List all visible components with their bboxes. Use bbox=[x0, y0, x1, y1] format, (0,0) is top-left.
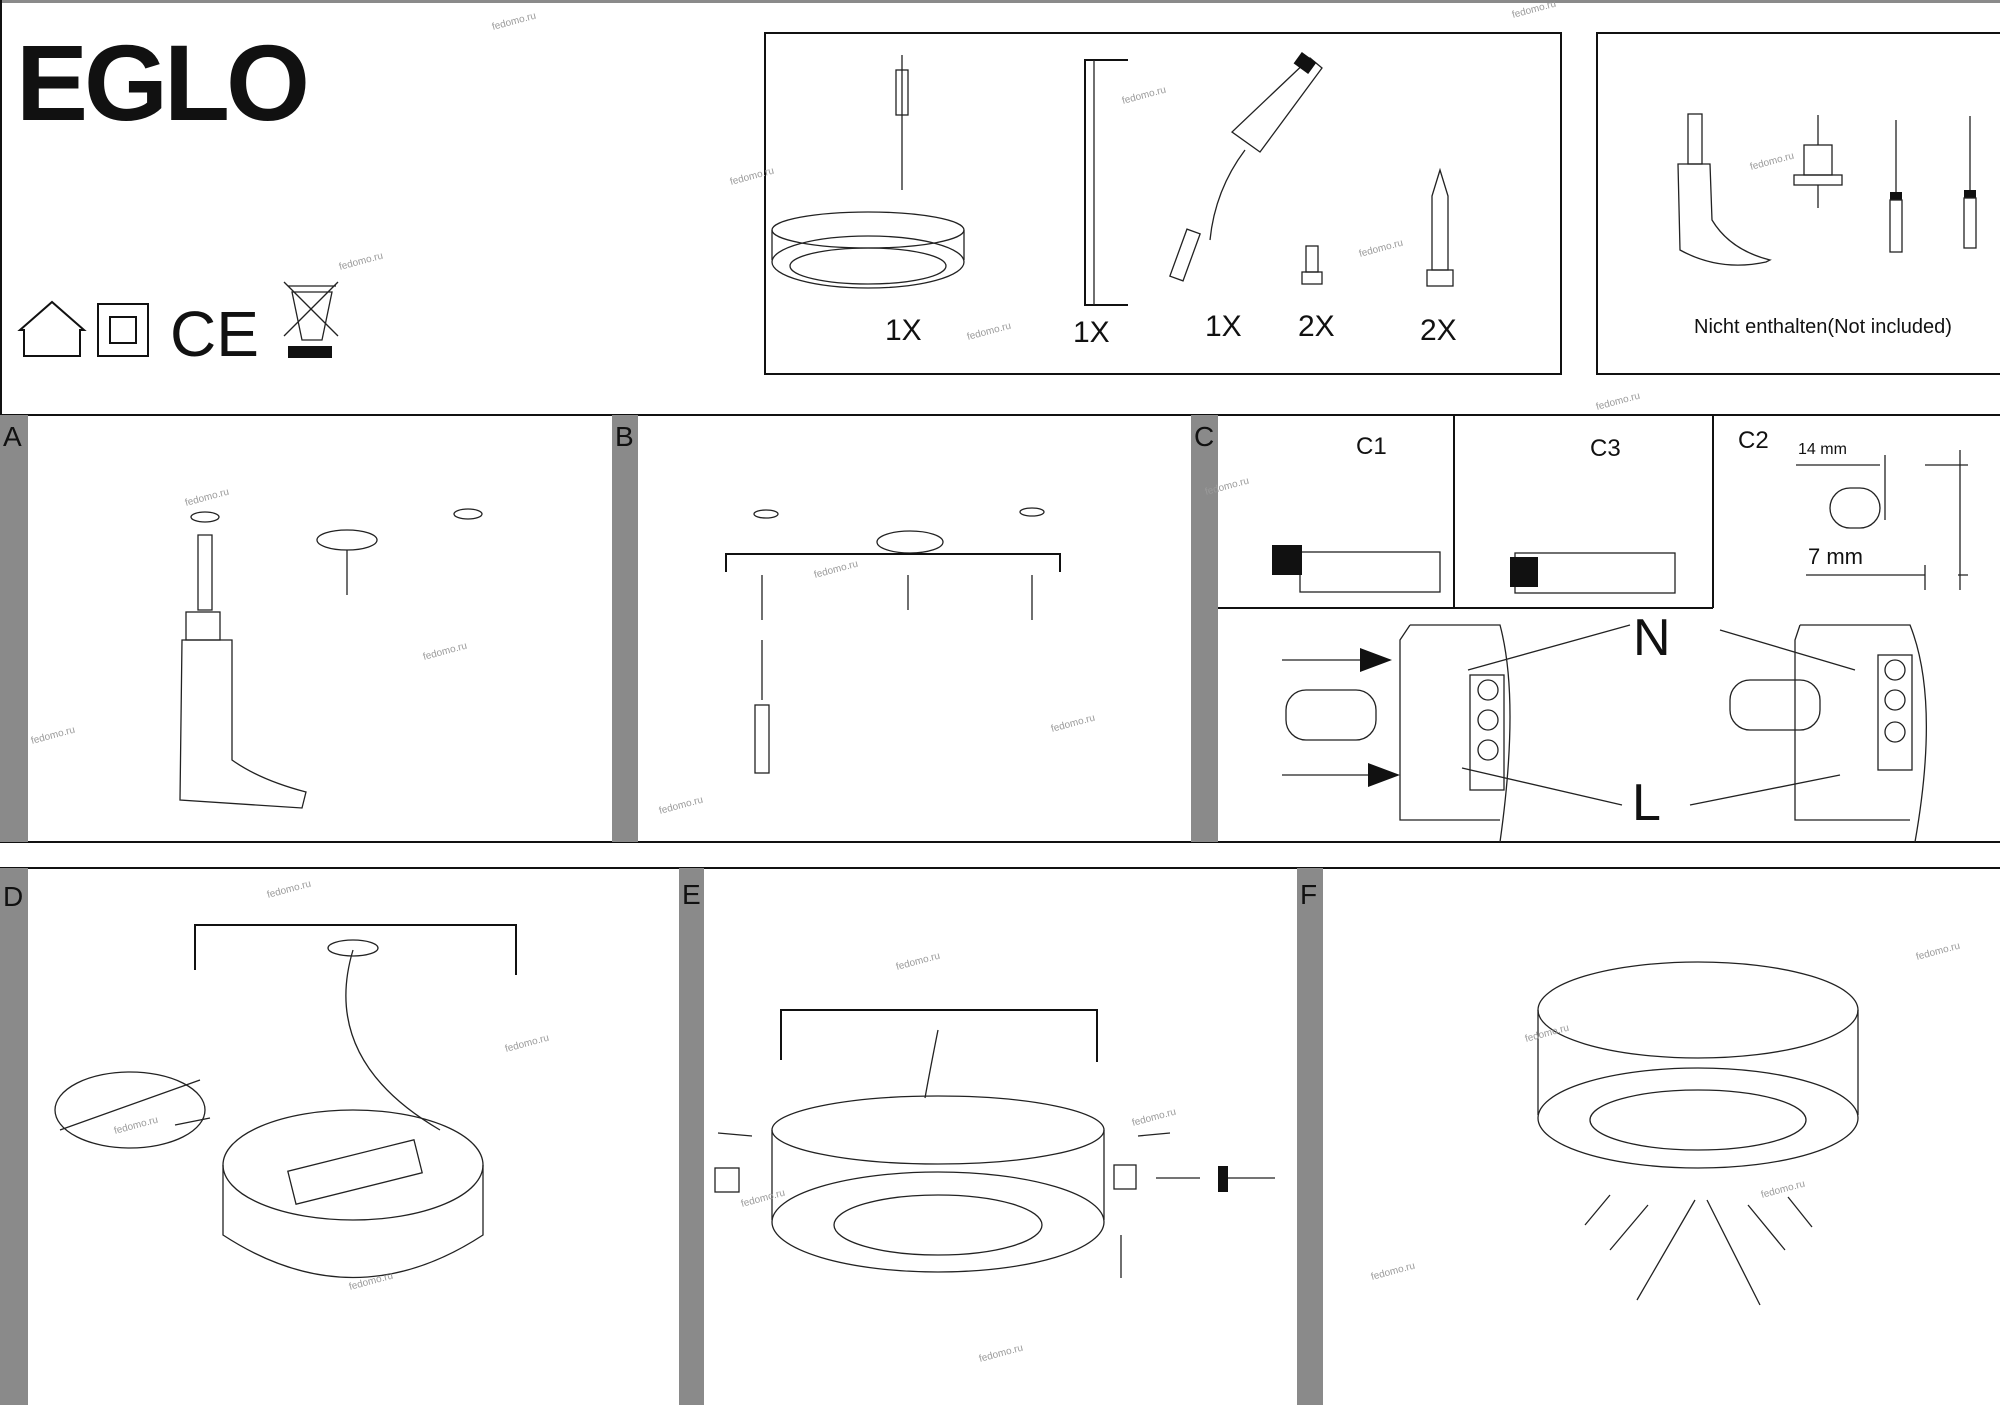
step-f-finished-illustration bbox=[1537, 961, 1859, 1306]
not-included-box: Nicht enthalten(Not included) bbox=[1596, 32, 2000, 375]
step-f-label: F bbox=[1300, 879, 1317, 910]
watermarks: fedomo.ru fedomo.ru fedomo.ru fedomo.ru … bbox=[30, 0, 1961, 1365]
step-e-mount-illustration bbox=[714, 1009, 1275, 1278]
watermark: fedomo.ru bbox=[966, 321, 1012, 343]
part-qty-small-screw: 2X bbox=[1298, 310, 1335, 343]
phillips-screwdriver-icon bbox=[1963, 116, 1977, 249]
brand-logo: EGLO bbox=[16, 22, 306, 143]
parts-box: 1X 1X 1X 2X 2X bbox=[764, 32, 1562, 375]
watermark: fedomo.ru bbox=[338, 251, 384, 273]
wall-screw-illustration bbox=[1426, 167, 1454, 287]
live-terminal-label: L bbox=[1632, 774, 1661, 832]
watermark: fedomo.ru bbox=[1595, 391, 1641, 413]
driver-illustration bbox=[1169, 52, 1323, 282]
small-screw-illustration bbox=[1301, 245, 1323, 285]
watermark: fedomo.ru bbox=[1131, 1107, 1177, 1129]
watermark: fedomo.ru bbox=[504, 1033, 550, 1055]
watermark: fedomo.ru bbox=[1760, 1179, 1806, 1201]
weee-crossed-bin-icon bbox=[283, 281, 339, 358]
flat-screwdriver-icon bbox=[1889, 120, 1903, 253]
watermark: fedomo.ru bbox=[895, 951, 941, 973]
strip-length-inner: 7 mm bbox=[1808, 544, 1863, 569]
step-c-label: C bbox=[1194, 421, 1214, 452]
part-qty-driver: 1X bbox=[1205, 310, 1242, 343]
step-c3-label: C3 bbox=[1590, 435, 1621, 462]
step-d-label: D bbox=[3, 881, 23, 912]
watermark: fedomo.ru bbox=[1511, 0, 1557, 21]
watermark: fedomo.ru bbox=[1050, 713, 1096, 735]
luminaire-illustration bbox=[771, 55, 965, 289]
watermark: fedomo.ru bbox=[1358, 238, 1404, 260]
watermark: fedomo.ru bbox=[1370, 1261, 1416, 1283]
watermark: fedomo.ru bbox=[813, 559, 859, 581]
step-a-label: A bbox=[3, 421, 22, 452]
watermark: fedomo.ru bbox=[491, 11, 537, 33]
step-d-connect-illustration bbox=[54, 924, 517, 1279]
watermark: fedomo.ru bbox=[978, 1343, 1024, 1365]
part-qty-wall-screw: 2X bbox=[1420, 314, 1457, 347]
hole-saw-icon bbox=[1793, 115, 1843, 208]
watermark: fedomo.ru bbox=[422, 641, 468, 663]
watermark: fedomo.ru bbox=[658, 795, 704, 817]
part-qty-luminaire: 1X bbox=[885, 314, 922, 347]
watermark: fedomo.ru bbox=[1121, 85, 1167, 107]
step-c2-label: C2 bbox=[1738, 427, 1769, 454]
watermark: fedomo.ru bbox=[113, 1115, 159, 1137]
step-c-wiring: C1 C3 C2 14 mm 7 mm N L bbox=[1218, 415, 1968, 843]
watermark: fedomo.ru bbox=[1915, 941, 1961, 963]
part-qty-bracket: 1X bbox=[1073, 316, 1110, 349]
class-ii-double-insulation-icon bbox=[97, 303, 149, 357]
drill-icon bbox=[1677, 113, 1772, 266]
watermark: fedomo.ru bbox=[266, 879, 312, 901]
step-c1-label: C1 bbox=[1356, 433, 1387, 460]
strip-length-outer: 14 mm bbox=[1798, 441, 1847, 458]
indoor-use-house-icon bbox=[17, 300, 87, 357]
watermark: fedomo.ru bbox=[30, 725, 76, 747]
watermark: fedomo.ru bbox=[729, 166, 775, 188]
mounting-bracket-illustration bbox=[1084, 59, 1128, 306]
watermark: fedomo.ru bbox=[184, 487, 230, 509]
step-b-bracket-illustration bbox=[725, 507, 1061, 774]
step-e-label: E bbox=[682, 879, 701, 910]
neutral-terminal-label: N bbox=[1633, 609, 1671, 667]
ce-mark-icon: CE bbox=[170, 298, 259, 370]
watermark: fedomo.ru bbox=[1749, 151, 1795, 173]
watermark: fedomo.ru bbox=[348, 1271, 394, 1293]
certification-icons: CE bbox=[17, 281, 339, 370]
not-included-label: Nicht enthalten(Not included) bbox=[1694, 316, 1952, 338]
step-b-label: B bbox=[615, 421, 634, 452]
step-a-drill-illustration bbox=[179, 508, 483, 809]
